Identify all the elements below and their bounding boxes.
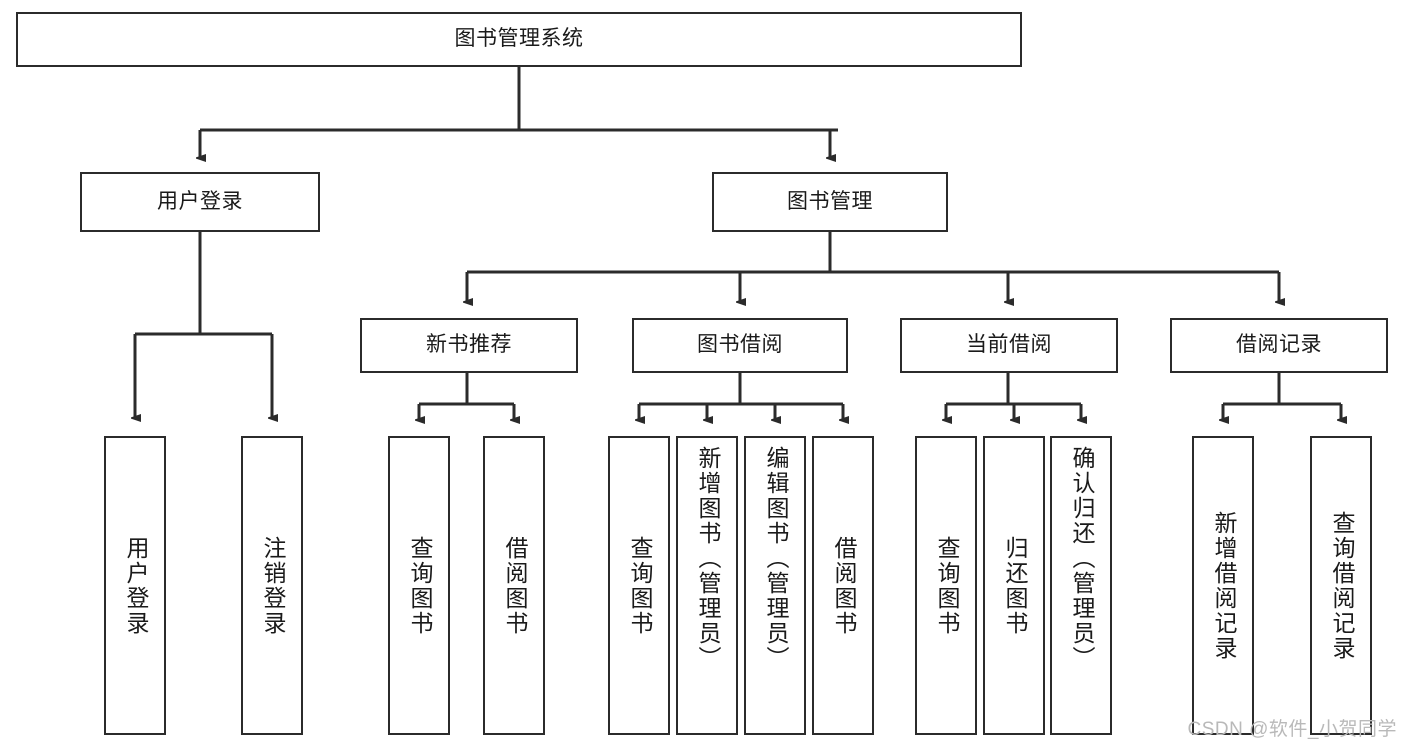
node-label: 图书管理 bbox=[787, 189, 873, 213]
leaf-user-login-login[interactable]: 用户登录 bbox=[104, 436, 166, 735]
node-label: 当前借阅 bbox=[966, 333, 1052, 357]
leaf-current-query-book[interactable]: 查询图书 bbox=[915, 436, 977, 735]
leaf-borrow-edit-book[interactable]: 编辑图书（管理员） bbox=[744, 436, 806, 735]
node-label: 查询图书 bbox=[406, 535, 433, 636]
node-label: 查询借阅记录 bbox=[1328, 510, 1355, 661]
leaf-current-confirm-return[interactable]: 确认归还（管理员） bbox=[1050, 436, 1112, 735]
leaf-record-add-record[interactable]: 新增借阅记录 bbox=[1192, 436, 1254, 735]
node-label: 图书借阅 bbox=[697, 333, 783, 357]
leaf-recommend-query-book[interactable]: 查询图书 bbox=[388, 436, 450, 735]
node-root-system[interactable]: 图书管理系统 bbox=[16, 12, 1022, 67]
node-borrow-record[interactable]: 借阅记录 bbox=[1170, 318, 1388, 373]
leaf-borrow-query-book[interactable]: 查询图书 bbox=[608, 436, 670, 735]
leaf-recommend-borrow-book[interactable]: 借阅图书 bbox=[483, 436, 545, 735]
leaf-current-return-book[interactable]: 归还图书 bbox=[983, 436, 1045, 735]
node-current-borrow[interactable]: 当前借阅 bbox=[900, 318, 1118, 373]
leaf-borrow-add-book[interactable]: 新增图书（管理员） bbox=[676, 436, 738, 735]
watermark-text: CSDN @软件_小贺同学 bbox=[1187, 719, 1397, 740]
leaf-record-query-record[interactable]: 查询借阅记录 bbox=[1310, 436, 1372, 735]
node-user-login[interactable]: 用户登录 bbox=[80, 172, 320, 232]
node-label: 编辑图书（管理员） bbox=[762, 446, 789, 671]
node-label: 借阅图书 bbox=[501, 535, 528, 636]
node-book-management[interactable]: 图书管理 bbox=[712, 172, 948, 232]
node-label: 图书管理系统 bbox=[454, 27, 584, 51]
node-label: 新增借阅记录 bbox=[1210, 510, 1237, 661]
node-label: 注销登录 bbox=[259, 535, 286, 636]
node-label: 借阅记录 bbox=[1236, 333, 1322, 357]
node-new-book-recommend[interactable]: 新书推荐 bbox=[360, 318, 578, 373]
node-label: 新增图书（管理员） bbox=[694, 446, 721, 671]
node-label: 用户登录 bbox=[122, 535, 149, 636]
leaf-borrow-borrow-book[interactable]: 借阅图书 bbox=[812, 436, 874, 735]
leaf-user-login-logout[interactable]: 注销登录 bbox=[241, 436, 303, 735]
node-label: 确认归还（管理员） bbox=[1068, 446, 1095, 671]
node-label: 查询图书 bbox=[933, 535, 960, 636]
node-label: 用户登录 bbox=[157, 189, 243, 213]
node-label: 查询图书 bbox=[626, 535, 653, 636]
node-book-borrow[interactable]: 图书借阅 bbox=[632, 318, 848, 373]
node-label: 借阅图书 bbox=[830, 535, 857, 636]
node-label: 新书推荐 bbox=[426, 333, 512, 357]
node-label: 归还图书 bbox=[1001, 535, 1028, 636]
